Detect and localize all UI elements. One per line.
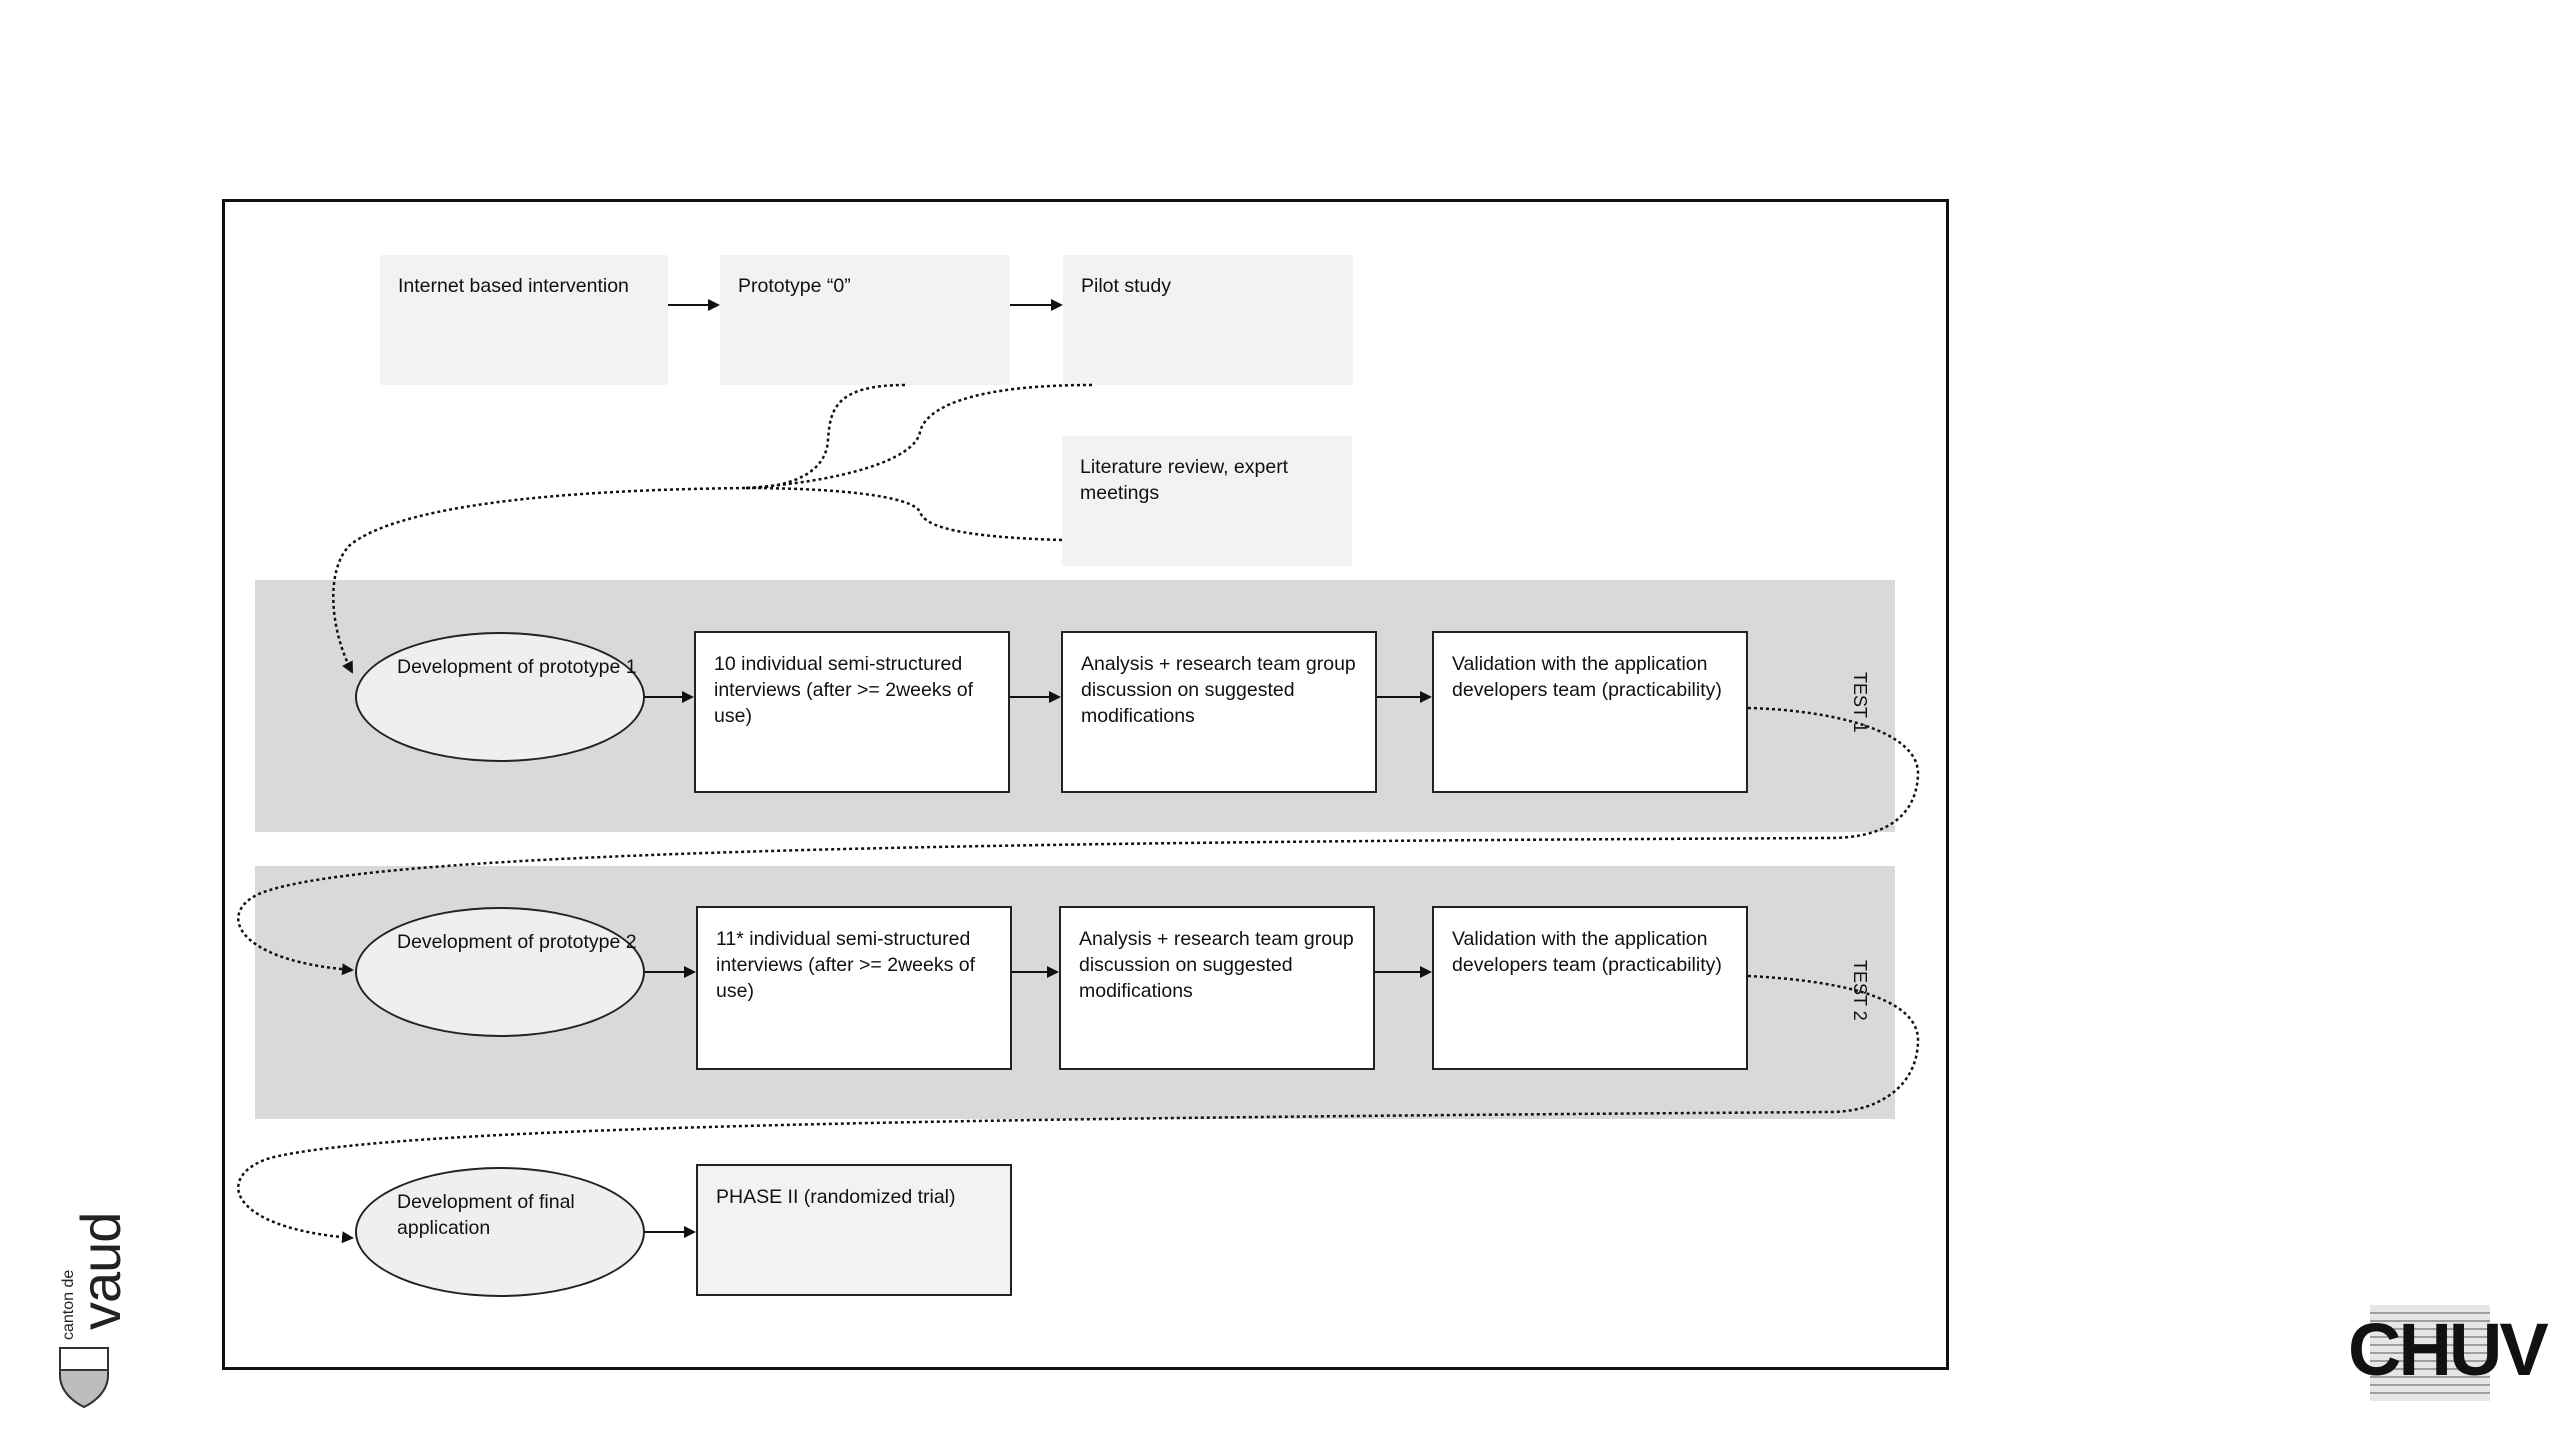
canton-vaud-logo [52,1215,122,1409]
dotted-to-dev1 [332,486,746,674]
literature-review-box: Literature review, expert meetings [1062,436,1352,566]
validation-2-box: Validation with the application develope… [1432,906,1748,1070]
vaud-shield-icon [59,1347,109,1409]
dotted-prototype0-branch [744,383,906,490]
dotted-validation1-to-dev2 [237,706,1920,976]
interviews-1-box: 10 individual semi-structured interviews… [694,631,1010,793]
dotted-validation2-to-devfinal [237,974,1920,1244]
phase-2-box: PHASE II (randomized trial) [696,1164,1012,1296]
diagram-frame [222,199,1949,1370]
chuv-logo-backdrop-icon [2370,1305,2490,1401]
dotted-literature-branch [744,486,1063,542]
pilot-study-box: Pilot study [1063,255,1353,385]
dotted-pilot-branch [744,383,1093,490]
internet-intervention-box: Internet based intervention [380,255,668,385]
analysis-2-box: Analysis + research team group discussio… [1059,906,1375,1070]
chuv-logo-text: CHUV [2348,1308,2549,1391]
validation-1-box: Validation with the application develope… [1432,631,1748,793]
interviews-2-box: 11* individual semi-structured interview… [696,906,1012,1070]
analysis-1-box: Analysis + research team group discussio… [1061,631,1377,793]
prototype-0-box: Prototype “0” [720,255,1010,385]
dev-final-node: Development of final application [355,1167,645,1297]
dev-prototype-2-node: Development of prototype 2 [355,907,645,1037]
vaud-logo-big-text: vaud [69,1212,132,1330]
dev-prototype-1-node: Development of prototype 1 [355,632,645,762]
